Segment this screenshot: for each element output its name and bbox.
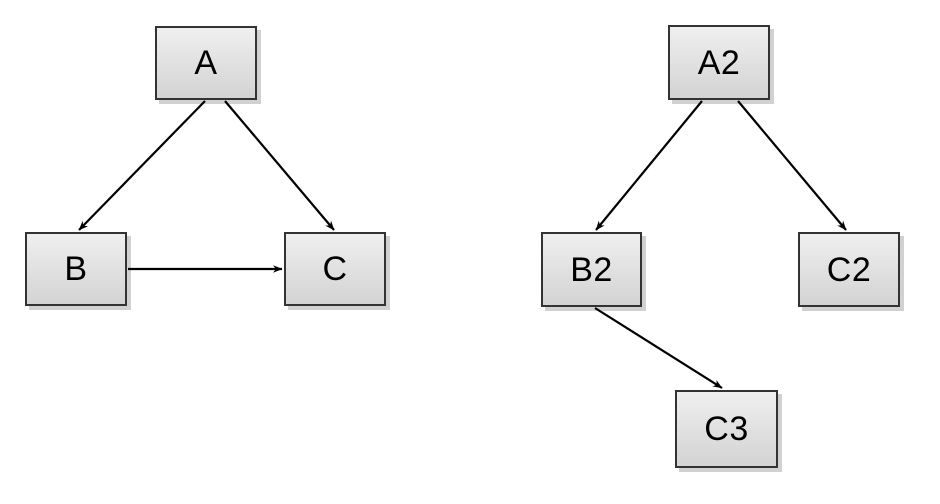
node-label-c: C bbox=[322, 250, 348, 288]
node-label-b2: B2 bbox=[570, 250, 613, 289]
node-a2[interactable]: A2 bbox=[668, 25, 770, 100]
node-label-c2: C2 bbox=[826, 250, 872, 289]
node-label-a: A bbox=[194, 44, 218, 82]
node-c3[interactable]: C3 bbox=[675, 390, 778, 468]
node-b[interactable]: B bbox=[25, 232, 127, 306]
node-c2[interactable]: C2 bbox=[798, 232, 900, 307]
edge-b2-to-c3 bbox=[594, 307, 723, 389]
node-a[interactable]: A bbox=[155, 26, 257, 100]
node-label-b: B bbox=[64, 250, 88, 288]
edge-a2-to-b2 bbox=[595, 100, 703, 231]
edge-a-to-c bbox=[224, 100, 335, 231]
edge-a-to-b bbox=[78, 100, 206, 231]
node-label-c3: C3 bbox=[704, 410, 749, 448]
node-label-a2: A2 bbox=[697, 43, 741, 82]
node-c[interactable]: C bbox=[284, 232, 386, 306]
node-b2[interactable]: B2 bbox=[541, 232, 642, 307]
edge-a2-to-c2 bbox=[737, 100, 847, 231]
